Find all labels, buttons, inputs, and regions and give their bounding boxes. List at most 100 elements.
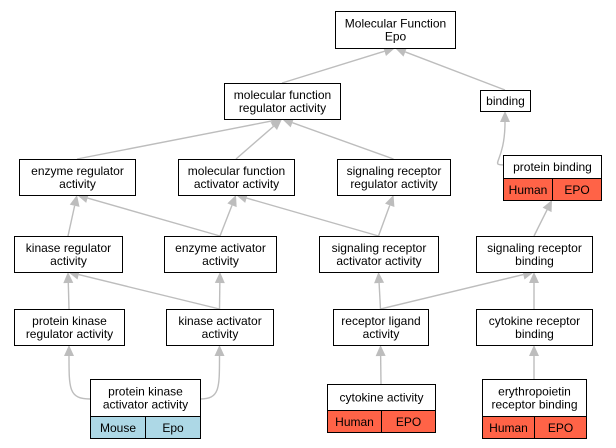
node-label-line: activator activity bbox=[103, 398, 188, 412]
node-binding[interactable]: binding bbox=[480, 90, 531, 112]
edge-line bbox=[496, 121, 508, 166]
species-tag-label: Human bbox=[509, 183, 548, 197]
node-box bbox=[166, 309, 274, 346]
edge-enzact-to-mfact bbox=[219, 195, 237, 237]
node-label-line: erythropoietin bbox=[498, 385, 571, 399]
edge-line bbox=[78, 273, 220, 310]
node-label-line: enzyme activator bbox=[175, 241, 266, 255]
node-label-line: binding bbox=[515, 327, 554, 341]
edge-pkreg-to-kinreg bbox=[63, 272, 74, 310]
node-label-line: enzyme regulator bbox=[31, 164, 124, 178]
edge-sigact-to-mfact bbox=[236, 193, 379, 237]
node-box bbox=[19, 159, 136, 196]
edge-rligand-to-sigbind bbox=[380, 269, 534, 310]
node-label-line: regulator activity bbox=[239, 101, 326, 115]
edge-arrowhead bbox=[500, 111, 510, 122]
edge-line bbox=[281, 50, 385, 84]
node-label-line: activator activity bbox=[194, 177, 279, 191]
edge-line bbox=[405, 51, 506, 91]
node-label-line: molecular function bbox=[234, 88, 331, 102]
species-tag-label: Human bbox=[489, 421, 528, 435]
edge-kinact-to-enzact bbox=[214, 272, 225, 310]
node-label-line: protein binding bbox=[513, 160, 592, 174]
node-box bbox=[480, 90, 531, 112]
node-box bbox=[178, 159, 295, 196]
node-box bbox=[319, 236, 439, 273]
node-label-line: Molecular Function bbox=[345, 17, 446, 31]
edge-arrowhead bbox=[64, 345, 74, 356]
species-tag-label: Human bbox=[335, 415, 374, 429]
node-label-line: binding bbox=[515, 254, 554, 268]
edge-cytact-to-rligand bbox=[375, 345, 386, 385]
edge-arrowhead bbox=[214, 272, 225, 284]
edge-arrowhead bbox=[374, 272, 385, 284]
node-label-line: cytokine receptor bbox=[489, 314, 580, 328]
node-label-line: receptor ligand bbox=[341, 314, 420, 328]
edge-pkact-to-kinact bbox=[199, 345, 225, 400]
edge-kinreg-to-enzreg bbox=[67, 195, 80, 237]
edge-line bbox=[67, 282, 70, 310]
edge-line bbox=[67, 205, 76, 237]
species-tag-cell bbox=[534, 416, 587, 439]
edge-sigbind-to-protbind bbox=[533, 200, 552, 237]
node-box bbox=[337, 159, 451, 196]
node-label-line: cytokine activity bbox=[339, 391, 423, 405]
edge-kinact-to-kinreg bbox=[68, 269, 220, 310]
node-label-line: signaling receptor bbox=[487, 241, 582, 255]
edge-binding-to-root bbox=[395, 47, 506, 91]
species-tag-cell bbox=[145, 416, 201, 439]
node-label-line: regulator activity bbox=[26, 327, 113, 341]
node-label-line: activator activity bbox=[336, 254, 421, 268]
species-tag-cell bbox=[381, 410, 436, 433]
node-label-line: kinase regulator bbox=[26, 241, 111, 255]
node-label-line: kinase activator bbox=[178, 314, 261, 328]
node-label-line: regulator activity bbox=[350, 177, 437, 191]
node-label-line: protein kinase bbox=[32, 314, 107, 328]
edge-arrowhead bbox=[282, 118, 295, 128]
node-box bbox=[333, 309, 429, 346]
edge-line bbox=[219, 204, 233, 237]
species-tag-label: EPO bbox=[564, 183, 589, 197]
edge-pkact-to-pkreg bbox=[64, 345, 91, 400]
edge-arrowhead bbox=[214, 345, 225, 356]
edge-enzact-to-enzreg bbox=[77, 193, 221, 237]
edge-sigreg-to-mfr bbox=[282, 118, 394, 160]
node-box bbox=[224, 83, 341, 120]
node-label-line: activity bbox=[202, 327, 239, 341]
edge-arrowhead bbox=[63, 272, 74, 284]
species-tag-label: EPO bbox=[548, 421, 573, 435]
edge-arrowhead bbox=[227, 195, 237, 208]
node-box bbox=[476, 309, 593, 346]
edge-arrowhead bbox=[270, 119, 282, 130]
node-box bbox=[476, 236, 593, 273]
species-tag-label: Epo bbox=[162, 421, 184, 435]
edge-arrowhead bbox=[385, 195, 395, 208]
node-label-line: activity bbox=[59, 177, 96, 191]
edge-arrowhead bbox=[529, 345, 539, 356]
node-label-line: activity bbox=[363, 327, 400, 341]
node-label-line: signaling receptor bbox=[347, 164, 442, 178]
edge-arrowhead bbox=[375, 345, 386, 357]
edge-arrowhead bbox=[542, 200, 552, 213]
edge-sigact-to-sigreg bbox=[377, 195, 395, 237]
edge-line bbox=[87, 197, 221, 237]
